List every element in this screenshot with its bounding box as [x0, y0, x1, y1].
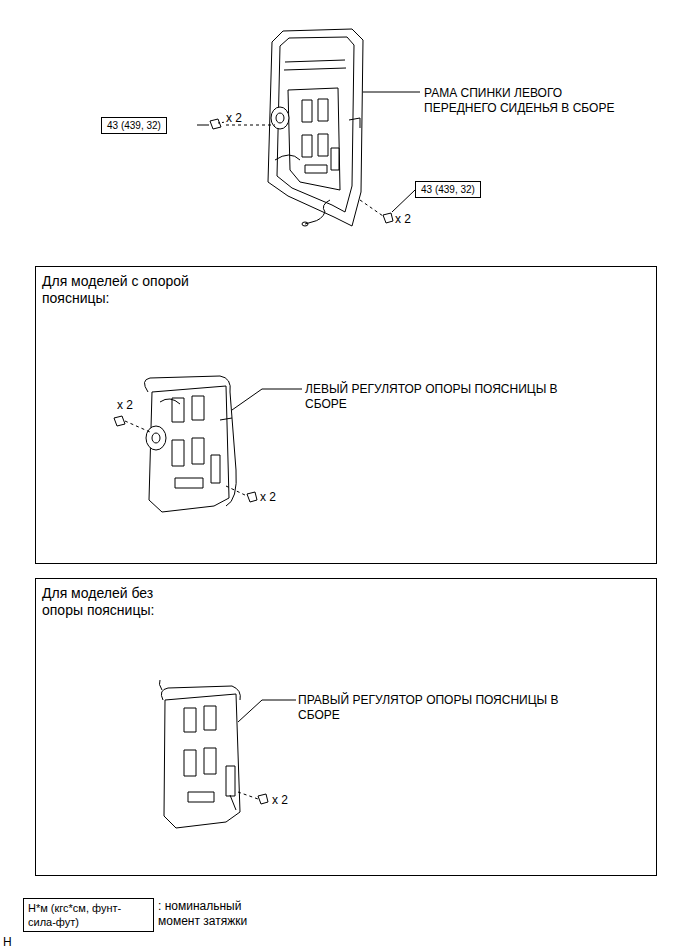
quantity-holder: x 2	[260, 490, 300, 505]
legend-text-holder: : номинальный момент затяжки	[158, 899, 268, 929]
part-name-holder: ПРАВЫЙ РЕГУЛЯТОР ОПОРЫ ПОЯСНИЦЫ В СБОРЕ	[298, 693, 588, 723]
variant-panel: Для моделей без опоры поясницы:	[35, 578, 657, 876]
part-name: ПРАВЫЙ РЕГУЛЯТОР ОПОРЫ ПОЯСНИЦЫ В СБОРЕ	[298, 693, 588, 723]
legend-box: Н*м (кгс*см, фунт-сила-фут)	[23, 898, 154, 932]
quantity: x 2	[272, 793, 312, 808]
quantity: x 2	[395, 212, 435, 227]
torque-box: 43 (439, 32)	[101, 117, 167, 134]
panel-heading: Для моделей без опоры поясницы:	[42, 585, 192, 619]
panel-heading: Для моделей с опорой поясницы:	[42, 273, 192, 307]
seat-back-frame	[197, 29, 420, 226]
box-text: Н*м (кгс*см, фунт-сила-фут)	[28, 901, 149, 929]
variant-panel: Для моделей с опорой поясницы:	[35, 266, 657, 564]
torque-box: 43 (439, 32)	[415, 181, 481, 198]
box-text: 43 (439, 32)	[421, 183, 475, 196]
quantity: x 2	[226, 111, 266, 126]
quantity-holder: x 2	[272, 793, 312, 808]
part-name: ЛЕВЫЙ РЕГУЛЯТОР ОПОРЫ ПОЯСНИЦЫ В СБОРЕ	[305, 382, 590, 412]
quantity: x 2	[117, 398, 157, 413]
figure-code: H	[3, 935, 23, 950]
part-name: РАМА СПИНКИ ЛЕВОГО ПЕРЕДНЕГО СИДЕНЬЯ В С…	[424, 86, 619, 116]
part-name-holder: ЛЕВЫЙ РЕГУЛЯТОР ОПОРЫ ПОЯСНИЦЫ В СБОРЕ	[305, 382, 590, 412]
legend-text: : номинальный момент затяжки	[158, 899, 268, 929]
quantity-holder: x 2	[117, 398, 157, 413]
lumbar-regulator-left	[114, 376, 302, 512]
quantity-holder: x 2	[226, 111, 266, 126]
figure-code-holder: H	[3, 935, 23, 950]
quantity: x 2	[260, 490, 300, 505]
part-name-holder: РАМА СПИНКИ ЛЕВОГО ПЕРЕДНЕГО СИДЕНЬЯ В С…	[424, 86, 619, 116]
box-text: 43 (439, 32)	[107, 119, 161, 132]
quantity-holder: x 2	[395, 212, 435, 227]
